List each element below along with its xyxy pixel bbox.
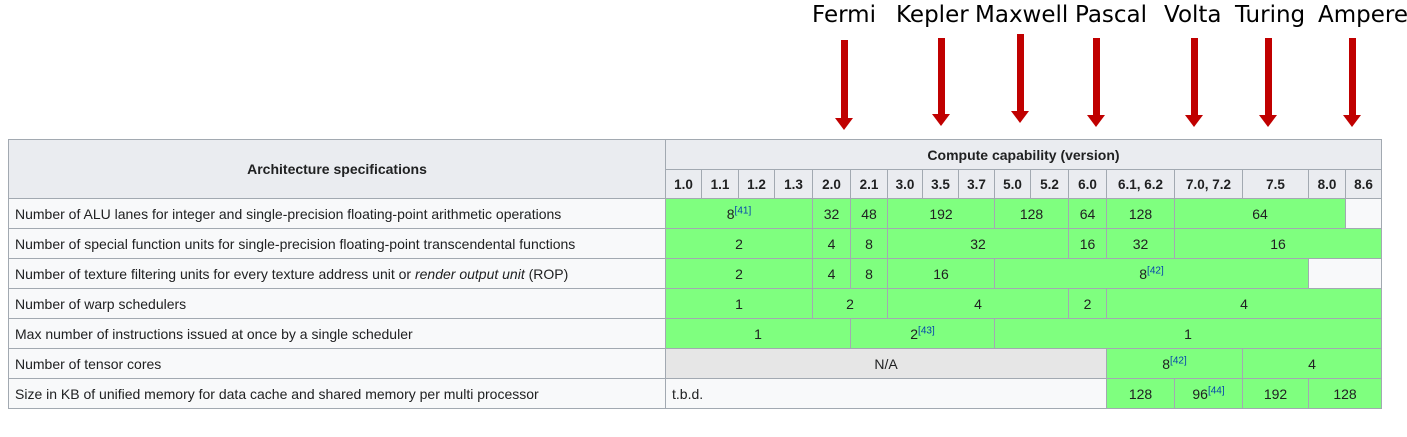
table-cell: 8 — [850, 258, 888, 289]
version-header: 1.2 — [738, 169, 775, 199]
table-cell: 4 — [812, 228, 851, 259]
table-cell: 16 — [887, 258, 995, 289]
table-cell: 128 — [1106, 378, 1175, 409]
row-label: Max number of instructions issued at onc… — [8, 318, 666, 349]
version-header: 5.0 — [994, 169, 1031, 199]
row-label: Size in KB of unified memory for data ca… — [8, 378, 666, 409]
version-header: 7.0, 7.2 — [1174, 169, 1243, 199]
table-row: Number of ALU lanes for integer and sing… — [8, 198, 1382, 229]
version-header: 2.1 — [850, 169, 888, 199]
row-label: Number of tensor cores — [8, 348, 666, 379]
row-label: Number of warp schedulers — [8, 288, 666, 319]
table-cell: 8 — [850, 228, 888, 259]
table-cell: 4 — [812, 258, 851, 289]
table-cell: 2[43] — [850, 318, 995, 349]
reference-link[interactable]: [41] — [734, 204, 752, 216]
table-cell: 8[41] — [665, 198, 813, 229]
arch-label-maxwell: Maxwell — [975, 2, 1069, 28]
table-row: Number of warp schedulers 1 2 4 2 4 — [8, 288, 1382, 319]
arch-label-fermi: Fermi — [812, 2, 876, 28]
arch-label-pascal: Pascal — [1075, 2, 1148, 28]
version-header: 3.5 — [922, 169, 959, 199]
arch-label-ampere: Ampere — [1318, 2, 1407, 28]
arch-label-turing: Turing — [1235, 2, 1306, 28]
table-cell: 8[42] — [1106, 348, 1243, 379]
arch-label-volta: Volta — [1164, 2, 1222, 28]
table-cell: 128 — [1308, 378, 1382, 409]
table-cell: 2 — [665, 258, 813, 289]
table-cell: 192 — [1242, 378, 1309, 409]
table-row: Max number of instructions issued at onc… — [8, 318, 1382, 349]
table-row: Size in KB of unified memory for data ca… — [8, 378, 1382, 409]
table-cell: 2 — [1068, 288, 1107, 319]
table-cell: 48 — [850, 198, 888, 229]
version-header: 1.1 — [701, 169, 739, 199]
table-cell: N/A — [665, 348, 1107, 379]
header-compute-capability: Compute capability (version) — [665, 139, 1382, 170]
header-architecture-specifications: Architecture specifications — [8, 139, 666, 199]
table-row: Number of tensor cores N/A 8[42] 4 — [8, 348, 1382, 379]
version-header: 3.7 — [958, 169, 995, 199]
arch-label-kepler: Kepler — [896, 2, 969, 28]
version-header: 6.0 — [1068, 169, 1107, 199]
table-cell — [1308, 258, 1382, 289]
reference-link[interactable]: [44] — [1207, 384, 1225, 396]
table-row: Number of special function units for sin… — [8, 228, 1382, 259]
table-cell: 32 — [887, 228, 1069, 259]
version-header: 5.2 — [1030, 169, 1069, 199]
table-cell: 16 — [1174, 228, 1382, 259]
table-cell: 1 — [665, 318, 851, 349]
table-cell: 32 — [812, 198, 851, 229]
table-cell: 1 — [665, 288, 813, 319]
table-cell: 64 — [1174, 198, 1346, 229]
version-header: 6.1, 6.2 — [1106, 169, 1175, 199]
table-cell: 4 — [1242, 348, 1382, 379]
table-cell: 32 — [1106, 228, 1175, 259]
table-cell: 16 — [1068, 228, 1107, 259]
table-cell: 128 — [1106, 198, 1175, 229]
reference-link[interactable]: [42] — [1170, 354, 1187, 366]
table-cell: 4 — [1106, 288, 1382, 319]
row-label: Number of ALU lanes for integer and sing… — [8, 198, 666, 229]
table-cell: 8[42] — [994, 258, 1309, 289]
table-cell — [1345, 198, 1382, 229]
table-cell: 128 — [994, 198, 1069, 229]
architecture-spec-table: Architecture specifications Compute capa… — [8, 139, 1382, 409]
version-header: 2.0 — [812, 169, 851, 199]
reference-link[interactable]: [43] — [918, 324, 935, 336]
version-header: 1.0 — [665, 169, 702, 199]
table-cell: 2 — [812, 288, 888, 319]
table-row: Number of texture filtering units for ev… — [8, 258, 1382, 289]
version-header: 3.0 — [887, 169, 923, 199]
version-header: 1.3 — [774, 169, 813, 199]
table-cell: 96[44] — [1174, 378, 1243, 409]
table-cell: 64 — [1068, 198, 1107, 229]
table-cell: 4 — [887, 288, 1069, 319]
table-cell: t.b.d. — [665, 378, 1107, 409]
version-header: 8.0 — [1308, 169, 1346, 199]
table-cell: 192 — [887, 198, 995, 229]
version-header: 7.5 — [1242, 169, 1309, 199]
table-cell: 2 — [665, 228, 813, 259]
row-label: Number of special function units for sin… — [8, 228, 666, 259]
row-label: Number of texture filtering units for ev… — [8, 258, 666, 289]
version-header: 8.6 — [1345, 169, 1382, 199]
table-cell: 1 — [994, 318, 1382, 349]
reference-link[interactable]: [42] — [1147, 264, 1164, 276]
